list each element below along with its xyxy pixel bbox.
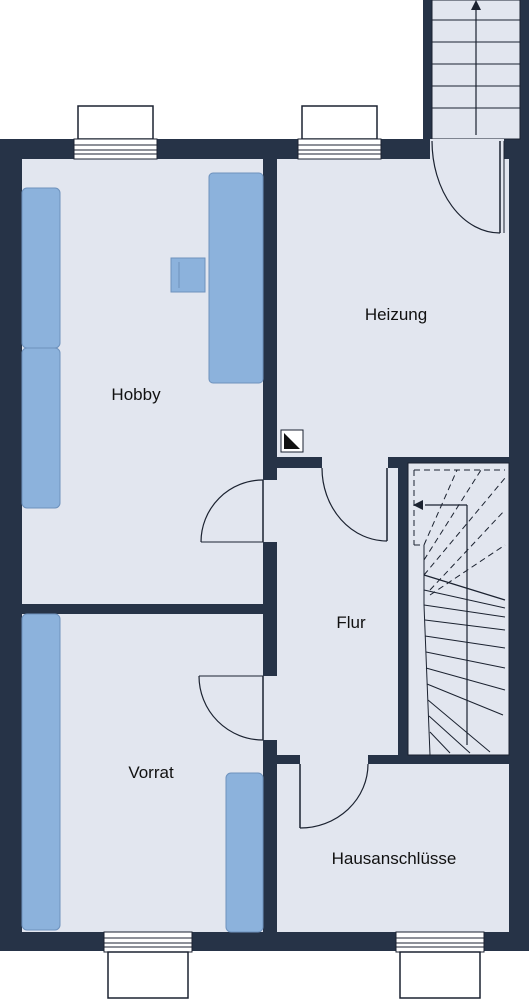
opening-heizung-flur <box>322 456 388 469</box>
internal-stair <box>398 458 510 756</box>
desk-hobby <box>208 172 264 384</box>
window-vorrat-bottom <box>103 931 193 999</box>
floor-heizung <box>277 159 509 457</box>
room-label-hausanschluesse: Hausanschlüsse <box>332 849 457 868</box>
door-hobby[interactable] <box>200 479 264 543</box>
entrance-door[interactable] <box>431 140 505 234</box>
entrance-opening <box>430 139 504 161</box>
window-heizung-top <box>297 105 382 160</box>
room-label-heizung: Heizung <box>365 305 427 324</box>
shelf-hobby-upper <box>21 187 61 349</box>
arrow-icon <box>471 0 481 10</box>
shelf-vorrat-right <box>225 772 264 933</box>
chair-hobby <box>170 257 206 293</box>
opening-hobby-flur <box>262 480 278 542</box>
door-vorrat[interactable] <box>198 675 264 741</box>
window-hausanschluesse-bottom <box>395 931 485 999</box>
shelf-vorrat-left <box>21 613 61 931</box>
opening-vorrat-flur <box>262 676 278 740</box>
room-label-flur: Flur <box>336 613 366 632</box>
door-hausanschluesse[interactable] <box>299 763 369 829</box>
arrow-icon <box>413 500 423 510</box>
floor-vorrat <box>22 614 263 932</box>
external-stair <box>423 0 529 140</box>
door-heizung[interactable] <box>321 467 388 542</box>
chimney-icon <box>280 429 304 453</box>
opening-flur-hausanschluesse <box>300 754 368 765</box>
room-label-vorrat: Vorrat <box>128 763 174 782</box>
floor-hausanschluesse <box>277 764 509 932</box>
window-hobby-top <box>73 105 158 160</box>
shelf-hobby-lower <box>21 347 61 509</box>
room-label-hobby: Hobby <box>111 385 161 404</box>
